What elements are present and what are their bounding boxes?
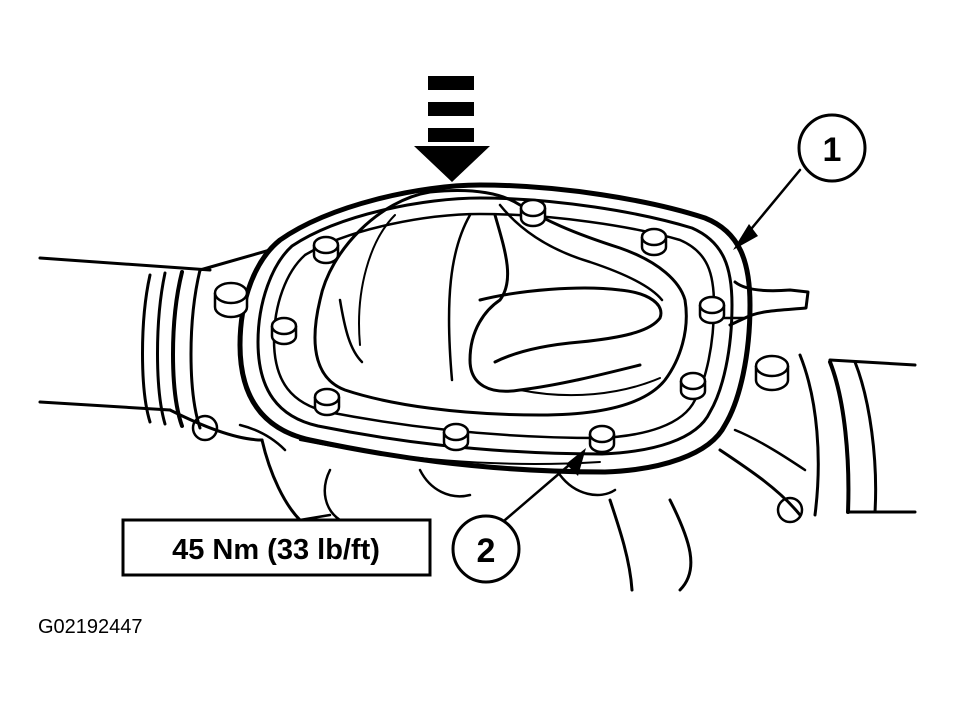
left-axle-tube <box>38 248 272 430</box>
leader-line-2 <box>503 458 577 522</box>
callout-1: 1 <box>797 113 867 183</box>
cover-bolts <box>213 198 790 454</box>
down-arrow-icon <box>414 76 490 182</box>
callout-2-number: 2 <box>477 532 496 570</box>
leader-arrow-1-icon <box>733 224 758 250</box>
torque-spec-label: 45 Nm (33 lb/ft) <box>172 534 380 566</box>
torque-spec-box: 45 Nm (33 lb/ft) <box>121 518 432 577</box>
hex-bolt-icon <box>679 371 707 401</box>
right-axle-tube <box>798 353 917 517</box>
callout-2: 2 <box>451 514 521 584</box>
hex-bolt-icon <box>270 316 298 346</box>
hex-bolt-icon <box>442 422 470 452</box>
hex-bolt-icon <box>312 235 340 265</box>
callout-1-number: 1 <box>823 131 842 169</box>
hex-bolt-icon <box>313 387 341 417</box>
cover-dome <box>313 189 688 417</box>
hex-bolt-icon <box>640 227 668 257</box>
carrier-housing <box>168 408 807 592</box>
hex-bolt-icon <box>213 281 249 319</box>
hex-bolt-icon <box>588 424 616 454</box>
housing-flange <box>237 182 753 475</box>
figure-id: G02192447 <box>38 616 143 638</box>
hex-bolt-icon <box>754 354 790 392</box>
hex-bolt-icon <box>519 198 547 228</box>
leader-arrow-2-icon <box>566 448 586 476</box>
hex-bolt-icon <box>698 295 726 325</box>
